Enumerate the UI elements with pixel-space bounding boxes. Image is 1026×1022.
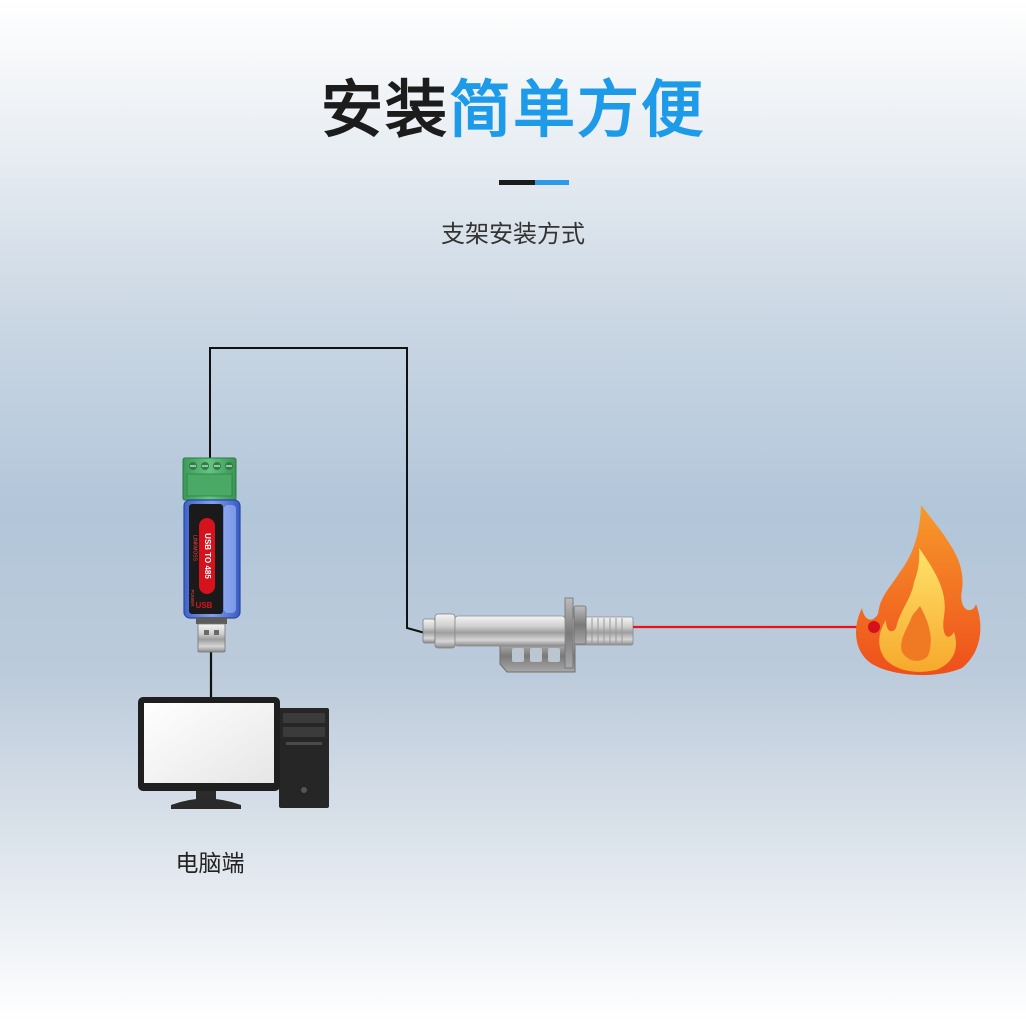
page-title: 安装简单方便	[0, 68, 1026, 152]
title-divider-blue	[535, 180, 569, 185]
converter-brand: USB	[196, 601, 213, 610]
flame-icon	[856, 505, 981, 676]
title-dark-part: 安装	[320, 73, 449, 146]
converter-label: USB TO 485	[203, 533, 212, 579]
laser-target-dot	[868, 621, 880, 633]
title-blue-part: 简单方便	[449, 73, 706, 146]
usb-to-485-converter: USB TO 485 LINKMOSS POWER USB	[182, 457, 241, 653]
infrared-sensor-probe	[422, 597, 634, 673]
signal-cable	[209, 347, 426, 634]
power-label: POWER	[190, 589, 195, 607]
converter-side-label: LINKMOSS	[192, 535, 198, 562]
title-divider-dark	[499, 180, 535, 185]
page-subtitle: 支架安装方式	[441, 220, 585, 248]
desktop-computer	[138, 697, 329, 809]
pc-label: 电脑端	[175, 851, 245, 877]
